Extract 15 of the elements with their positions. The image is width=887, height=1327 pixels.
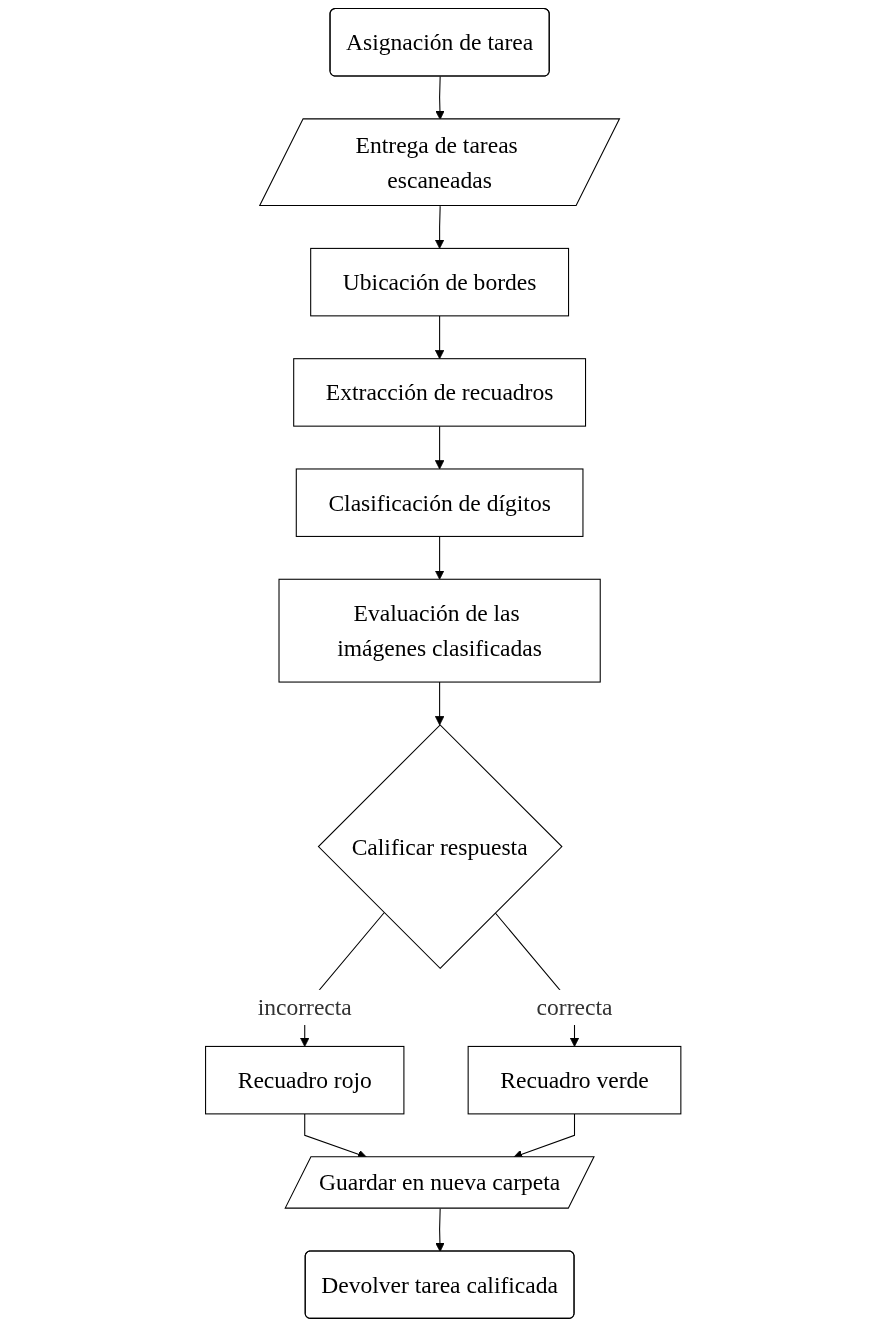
arrow <box>435 205 445 249</box>
arrow <box>435 535 445 580</box>
node-diamond: Calificar respuesta <box>318 724 563 970</box>
arrow <box>435 425 445 470</box>
node-box: Recuadro rojo <box>205 1045 405 1115</box>
edge-label: incorrecta <box>257 993 353 1021</box>
edge-label: correcta <box>536 993 613 1021</box>
arrow <box>435 1208 445 1252</box>
arrow <box>435 315 445 360</box>
node-box: Clasificación de dígitos <box>296 468 584 537</box>
node-box: Ubicación de bordes <box>310 247 570 317</box>
arrow <box>435 681 445 726</box>
node-box: Extracción de recuadros <box>293 358 587 427</box>
node-box: Recuadro verde <box>467 1045 682 1115</box>
node-box: Evaluación de las imágenes clasificadas <box>278 578 602 683</box>
